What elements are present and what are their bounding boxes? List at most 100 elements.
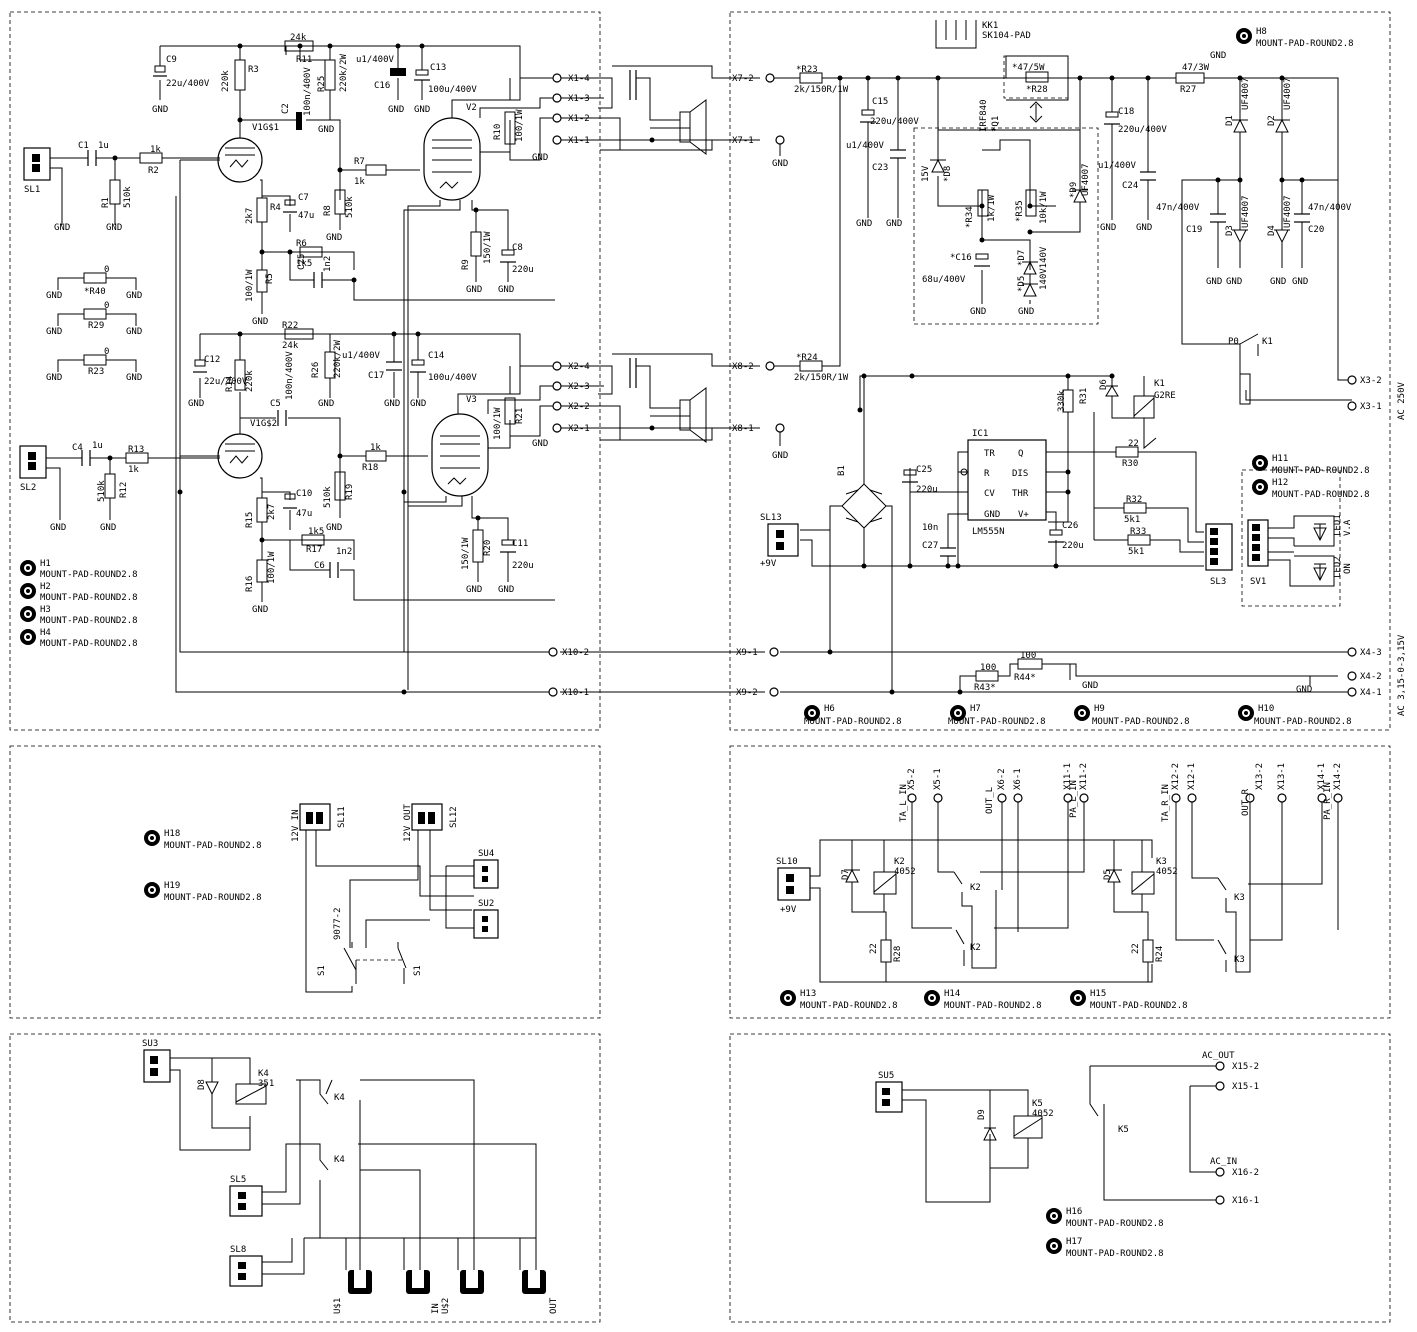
- svg-text:2k7: 2k7: [267, 504, 277, 520]
- svg-text:C19: C19: [1186, 225, 1202, 235]
- svg-text:SU5: SU5: [878, 1071, 894, 1081]
- connector-sl3: [1205, 523, 1233, 571]
- svg-text:47n/400V: 47n/400V: [1308, 203, 1352, 213]
- svg-text:X7-1: X7-1: [732, 136, 754, 146]
- svg-text:X11-2: X11-2: [1079, 763, 1089, 790]
- svg-text:1u: 1u: [92, 441, 103, 451]
- svg-text:X2-3: X2-3: [568, 382, 590, 392]
- svg-text:X13-2: X13-2: [1255, 763, 1265, 790]
- svg-text:SL8: SL8: [230, 1245, 246, 1255]
- labels-s1: C9 22u/400V R3 220k 24k R11 R25 220k/2W …: [20, 33, 590, 698]
- svg-text:V.A: V.A: [1343, 519, 1353, 536]
- svg-text:220k: 220k: [245, 370, 255, 392]
- svg-text:C18: C18: [1118, 107, 1134, 117]
- svg-text:GND: GND: [532, 439, 548, 449]
- svg-text:X13-1: X13-1: [1277, 763, 1287, 790]
- svg-text:H6: H6: [824, 704, 835, 714]
- connector-su4: [473, 859, 499, 889]
- svg-text:GND: GND: [326, 523, 342, 533]
- labels-s4: TA_L_IN X5-2 X5-1 OUT_L X6-2 X6-1 PA_L_I…: [776, 763, 1343, 965]
- svg-text:GND: GND: [1226, 277, 1242, 287]
- svg-text:4052: 4052: [894, 867, 916, 877]
- svg-text:R12: R12: [119, 482, 129, 498]
- svg-text:UF4007: UF4007: [1283, 77, 1293, 110]
- speaker-icon-2: [679, 387, 707, 443]
- svg-text:R9: R9: [461, 259, 471, 270]
- svg-text:PA_L_IN: PA_L_IN: [1069, 780, 1079, 818]
- svg-text:510k: 510k: [97, 480, 107, 502]
- svg-text:GND: GND: [46, 373, 62, 383]
- svg-text:MOUNT-PAD-ROUND2.8: MOUNT-PAD-ROUND2.8: [1272, 490, 1370, 500]
- svg-text:*D8: *D8: [943, 166, 953, 182]
- svg-text:X7-2: X7-2: [732, 74, 754, 84]
- svg-text:47u: 47u: [296, 509, 312, 519]
- svg-text:*D7: *D7: [1017, 250, 1027, 266]
- svg-text:1k/1W: 1k/1W: [987, 194, 997, 222]
- svg-text:*C16: *C16: [950, 253, 972, 263]
- svg-text:GND: GND: [46, 327, 62, 337]
- svg-text:C24: C24: [1122, 181, 1138, 191]
- svg-text:GND: GND: [326, 233, 342, 243]
- svg-text:GND: GND: [1136, 223, 1152, 233]
- section-ac-switch: SU5 D9 K5 4052 K5 AC_OUT AC_IN X15-2 X15…: [875, 1051, 1259, 1259]
- svg-text:*R28: *R28: [1026, 85, 1048, 95]
- svg-text:2k/150R/1W: 2k/150R/1W: [794, 85, 849, 95]
- tube-v3-icon: [431, 413, 489, 497]
- svg-text:R32: R32: [1126, 495, 1142, 505]
- svg-text:GND: GND: [318, 125, 334, 135]
- svg-text:K4: K4: [258, 1069, 269, 1079]
- svg-text:H4: H4: [40, 628, 51, 638]
- svg-text:GND: GND: [126, 291, 142, 301]
- svg-text:X12-2: X12-2: [1171, 763, 1181, 790]
- svg-text:SL11: SL11: [337, 806, 347, 828]
- svg-text:5k1: 5k1: [1128, 547, 1144, 557]
- svg-text:100n/400V: 100n/400V: [285, 351, 295, 400]
- svg-text:100: 100: [1020, 651, 1036, 661]
- svg-text:47/3W: 47/3W: [1182, 63, 1210, 73]
- svg-text:C20: C20: [1308, 225, 1324, 235]
- svg-text:R22: R22: [282, 321, 298, 331]
- svg-text:*R40: *R40: [84, 287, 106, 297]
- svg-text:0: 0: [104, 265, 109, 275]
- svg-text:IRF840: IRF840: [979, 99, 989, 132]
- svg-text:X2-4: X2-4: [568, 362, 590, 372]
- svg-text:K2: K2: [970, 883, 981, 893]
- svg-text:MOUNT-PAD-ROUND2.8: MOUNT-PAD-ROUND2.8: [800, 1001, 898, 1011]
- svg-text:R16: R16: [245, 576, 255, 592]
- svg-text:ON: ON: [1343, 563, 1353, 574]
- svg-text:R29: R29: [88, 321, 104, 331]
- svg-text:9077-2: 9077-2: [333, 907, 343, 940]
- svg-text:X9-2: X9-2: [736, 688, 758, 698]
- svg-text:H11: H11: [1272, 454, 1288, 464]
- bridge-rectifier-icon: [841, 483, 887, 529]
- svg-text:0: 0: [104, 347, 109, 357]
- svg-text:K2: K2: [894, 857, 905, 867]
- svg-text:C10: C10: [296, 489, 312, 499]
- svg-text:K4: K4: [334, 1155, 345, 1165]
- svg-text:D9: D9: [977, 1109, 987, 1120]
- svg-text:GND: GND: [1082, 681, 1098, 691]
- svg-text:R30: R30: [1122, 459, 1138, 469]
- svg-text:C12: C12: [204, 355, 220, 365]
- svg-text:SL3: SL3: [1210, 577, 1226, 587]
- tube-v1-icon: [217, 137, 263, 183]
- svg-text:C25: C25: [297, 254, 307, 270]
- svg-text:15V: 15V: [921, 165, 931, 182]
- svg-text:2k7: 2k7: [245, 208, 255, 224]
- svg-text:MOUNT-PAD-ROUND2.8: MOUNT-PAD-ROUND2.8: [1092, 717, 1190, 727]
- svg-text:1k: 1k: [128, 465, 139, 475]
- section-power-supply: KK1 SK104-PAD H8 MOUNT-PAD-ROUND2.8 GND …: [732, 20, 1407, 727]
- svg-text:R44*: R44*: [1014, 673, 1036, 683]
- svg-text:22u/400V: 22u/400V: [166, 79, 210, 89]
- svg-text:*D9: *D9: [1069, 182, 1079, 198]
- svg-text:220u: 220u: [1062, 541, 1084, 551]
- svg-text:LED1: LED1: [1333, 514, 1343, 536]
- svg-text:D2: D2: [1267, 115, 1277, 126]
- heatsink-icon: [935, 20, 977, 49]
- svg-text:H13: H13: [800, 989, 816, 999]
- labels-s3: 12V_IN SL11 12V_OUT SL12 SU4 SU2 9077-2 …: [291, 803, 494, 976]
- svg-text:R26: R26: [311, 362, 321, 378]
- svg-text:MOUNT-PAD-ROUND2.8: MOUNT-PAD-ROUND2.8: [164, 841, 262, 851]
- svg-text:100u/400V: 100u/400V: [428, 85, 477, 95]
- svg-text:K3: K3: [1234, 893, 1245, 903]
